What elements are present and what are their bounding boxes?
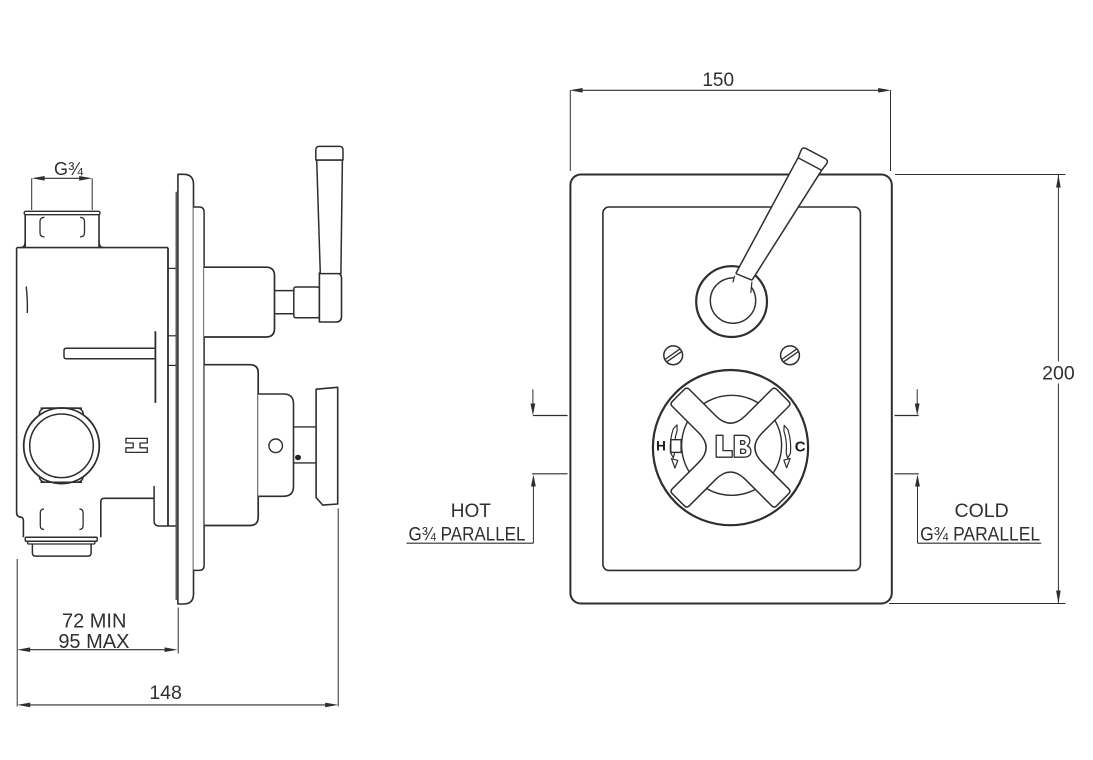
svg-text:72 MIN: 72 MIN <box>62 611 126 633</box>
svg-text:HOT: HOT <box>451 501 492 522</box>
svg-text:200: 200 <box>1042 363 1075 385</box>
svg-text:H: H <box>656 439 666 454</box>
svg-text:150: 150 <box>702 70 734 91</box>
svg-text:G¾: G¾ <box>54 159 84 179</box>
svg-text:95 MAX: 95 MAX <box>58 631 129 653</box>
svg-text:148: 148 <box>149 682 182 704</box>
svg-text:COLD: COLD <box>955 500 1009 522</box>
svg-text:G¾ PARALLEL: G¾ PARALLEL <box>920 524 1040 545</box>
svg-text:G¾ PARALLEL: G¾ PARALLEL <box>409 525 526 546</box>
svg-text:C: C <box>795 439 806 456</box>
